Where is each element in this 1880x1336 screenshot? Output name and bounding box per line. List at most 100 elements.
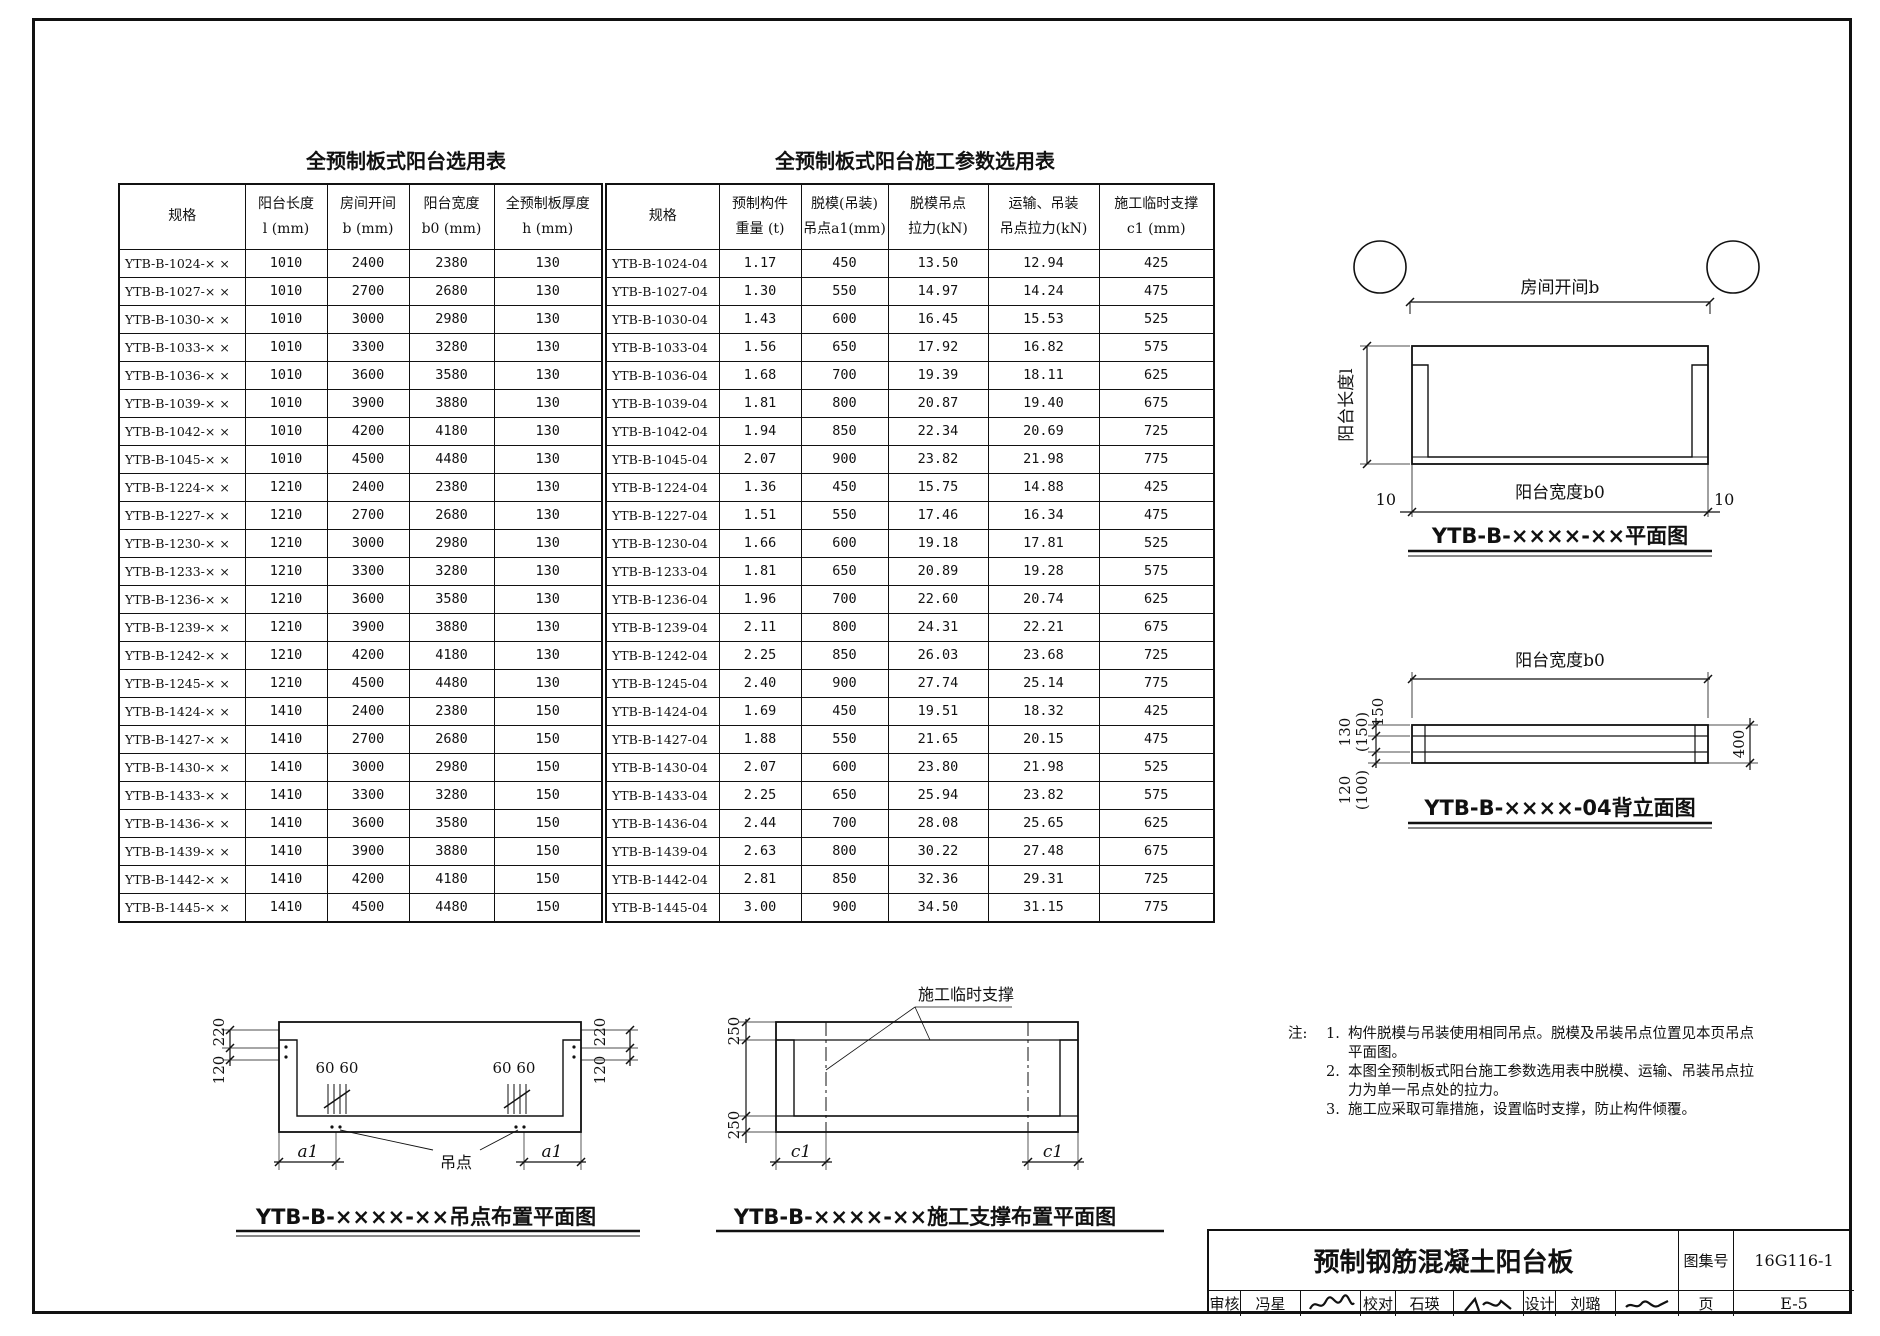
table-cell: 17.46 xyxy=(887,501,989,530)
lift-dim-220-left: 220 xyxy=(210,1018,228,1047)
spec-cell: YTB-B-1024-× × xyxy=(118,249,246,278)
spec-cell: YTB-B-1233-× × xyxy=(118,557,246,586)
title-block: 预制钢筋混凝土阳台板 图集号 16G116-1 审核 冯星 校对 石瑛 设计 刘… xyxy=(1207,1229,1854,1316)
spec-cell: YTB-B-1230-× × xyxy=(118,529,246,558)
table-cell: 2.25 xyxy=(718,781,802,810)
table-cell: 29.31 xyxy=(987,865,1100,894)
table-cell: 150 xyxy=(493,725,603,754)
table-cell: 1010 xyxy=(244,445,328,474)
table-cell: 700 xyxy=(800,585,889,614)
table-cell: 3300 xyxy=(326,557,410,586)
spec-cell: YTB-B-1027-04 xyxy=(605,277,720,306)
spec-cell: YTB-B-1227-× × xyxy=(118,501,246,530)
table-cell: 900 xyxy=(800,445,889,474)
spec-cell: YTB-B-1036-04 xyxy=(605,361,720,390)
table-cell: 600 xyxy=(800,529,889,558)
spec-cell: YTB-B-1239-04 xyxy=(605,613,720,642)
table-cell: 3600 xyxy=(326,809,410,838)
table-cell: 700 xyxy=(800,361,889,390)
table-cell: 130 xyxy=(493,389,603,418)
note-item: 2. 本图全预制板式阳台施工参数选用表中脱模、运输、吊装吊点拉力为单一吊点处的拉… xyxy=(1326,1064,1754,1099)
lifting-point-plan-drawing: 220 120 220 120 60 60 60 60 a1 a1 吊点 YTB… xyxy=(210,1018,640,1237)
table-cell: 650 xyxy=(800,557,889,586)
table-cell: 3600 xyxy=(326,361,410,390)
table-cell: 15.53 xyxy=(987,305,1100,334)
page-label: 页 xyxy=(1679,1291,1734,1316)
table-cell: 4180 xyxy=(408,417,495,446)
dim-120: 120 xyxy=(1336,776,1354,805)
notes: 注: 1. 构件脱模与吊装使用相同吊点。脱模及吊装吊点位置见本页吊点平面图。 2… xyxy=(1288,1025,1758,1120)
checker-signature xyxy=(1454,1291,1524,1316)
checker-name: 石瑛 xyxy=(1396,1291,1454,1316)
header-line-2: b0 (mm) xyxy=(421,221,482,237)
spec-cell: YTB-B-1030-04 xyxy=(605,305,720,334)
header-line-2: 吊点拉力(kN) xyxy=(999,221,1088,237)
table-cell: 34.50 xyxy=(887,893,989,923)
table-cell: 18.11 xyxy=(987,361,1100,390)
table-cell: 475 xyxy=(1098,277,1215,306)
lifting-plan-caption: YTB-B-××××-××吊点布置平面图 xyxy=(255,1205,596,1229)
table-cell: 2380 xyxy=(408,697,495,726)
header-line-1: 阳台宽度 xyxy=(423,195,480,212)
table-cell: 3880 xyxy=(408,837,495,866)
spec-cell: YTB-B-1236-04 xyxy=(605,585,720,614)
support-dim-250-bottom: 250 xyxy=(725,1111,743,1140)
table-cell: 1.17 xyxy=(718,249,802,278)
table-cell: 24.31 xyxy=(887,613,989,642)
table-cell: 130 xyxy=(493,361,603,390)
lift-dim-220-right: 220 xyxy=(591,1018,609,1047)
table-cell: 4480 xyxy=(408,669,495,698)
header-line-1: 规格 xyxy=(648,208,677,225)
table-cell: 3880 xyxy=(408,613,495,642)
table-cell: 900 xyxy=(800,669,889,698)
table-cell: 2.25 xyxy=(718,641,802,670)
table-cell: 1210 xyxy=(244,585,328,614)
axis-bubble-left xyxy=(1353,240,1407,294)
table-cell: 3300 xyxy=(326,781,410,810)
table-cell: 18.32 xyxy=(987,697,1100,726)
table-cell: 130 xyxy=(493,613,603,642)
table-cell: 1.69 xyxy=(718,697,802,726)
table-cell: 1.51 xyxy=(718,501,802,530)
table-cell: 475 xyxy=(1098,725,1215,754)
table-cell: 625 xyxy=(1098,361,1215,390)
table-cell: 1410 xyxy=(244,809,328,838)
table-cell: 1210 xyxy=(244,669,328,698)
table-cell: 14.24 xyxy=(987,277,1100,306)
table-cell: 1410 xyxy=(244,753,328,782)
table-cell: 450 xyxy=(800,697,889,726)
table-cell: 2.07 xyxy=(718,445,802,474)
spec-cell: YTB-B-1236-× × xyxy=(118,585,246,614)
table-cell: 2700 xyxy=(326,725,410,754)
table-cell: 775 xyxy=(1098,669,1215,698)
table-cell: 2380 xyxy=(408,249,495,278)
dim-100-alt: (100) xyxy=(1353,770,1371,810)
designer-name: 刘璐 xyxy=(1556,1291,1616,1316)
table-cell: 3900 xyxy=(326,837,410,866)
table-cell: 625 xyxy=(1098,809,1215,838)
spec-cell: YTB-B-1224-04 xyxy=(605,473,720,502)
table-cell: 2.63 xyxy=(718,837,802,866)
spec-cell: YTB-B-1424-04 xyxy=(605,697,720,726)
spec-cell: YTB-B-1033-04 xyxy=(605,333,720,362)
support-c1-left: c1 xyxy=(791,1142,811,1162)
table-cell: 700 xyxy=(800,809,889,838)
table-cell: 1.30 xyxy=(718,277,802,306)
table-cell: 1010 xyxy=(244,333,328,362)
table-cell: 450 xyxy=(800,473,889,502)
table-cell: 3.00 xyxy=(718,893,802,923)
table-cell: 1.94 xyxy=(718,417,802,446)
table-cell: 130 xyxy=(493,445,603,474)
table-cell: 20.69 xyxy=(987,417,1100,446)
table-cell: 675 xyxy=(1098,613,1215,642)
